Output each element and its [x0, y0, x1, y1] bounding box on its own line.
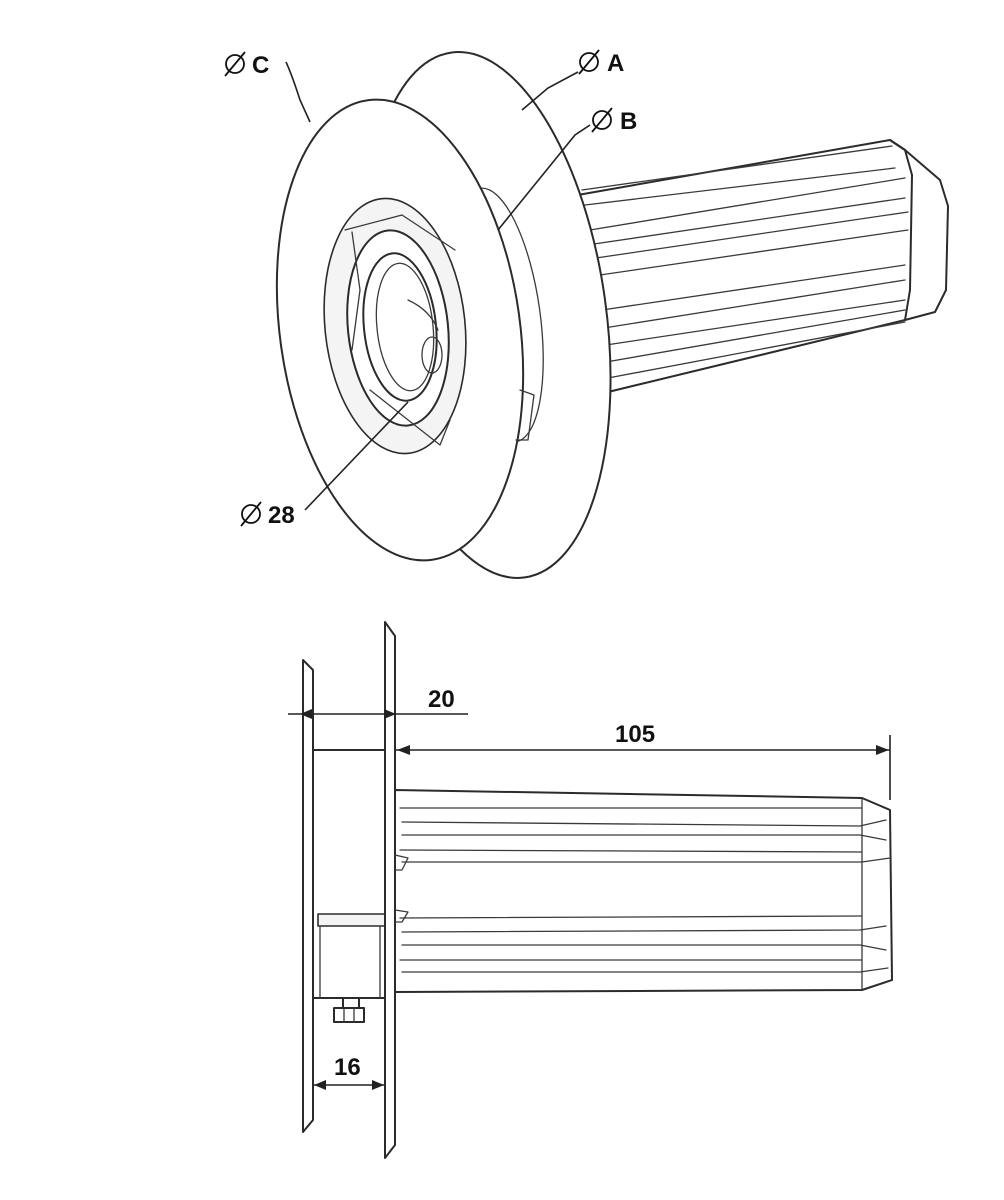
shaft-side: [394, 789, 893, 993]
diameter-icon: [240, 501, 262, 527]
label-dia-28: 28: [240, 501, 295, 529]
dimension-105: 105: [396, 721, 891, 800]
front-flange: [275, 98, 535, 562]
diameter-icon: [578, 49, 600, 75]
dim-16-text: 16: [334, 1054, 361, 1081]
dim-105-text: 105: [615, 721, 655, 748]
hub-rib: [317, 913, 386, 927]
back-plate-side: [384, 621, 396, 1159]
label-dia-c: C: [224, 51, 269, 79]
isometric-view: C A B 28: [224, 49, 949, 579]
side-view: 20 105 16: [288, 621, 893, 1159]
screw-head: [333, 997, 365, 1023]
front-plate-side: [302, 659, 314, 1133]
dim-20-text: 20: [428, 686, 455, 713]
diameter-icon: [591, 107, 613, 133]
leader-lines: [285, 61, 591, 511]
dia-28-text: 28: [268, 502, 295, 529]
dia-b-text: B: [620, 108, 637, 135]
shaft-iso: [571, 139, 949, 393]
dia-c-text: C: [252, 52, 269, 79]
diameter-icon: [224, 51, 246, 77]
label-dia-a: A: [578, 49, 624, 77]
dia-a-text: A: [607, 50, 624, 77]
label-dia-b: B: [591, 107, 637, 135]
dimension-16: 16: [313, 1054, 385, 1090]
hub-body-side: [312, 749, 386, 999]
dimension-20: 20: [288, 686, 468, 719]
